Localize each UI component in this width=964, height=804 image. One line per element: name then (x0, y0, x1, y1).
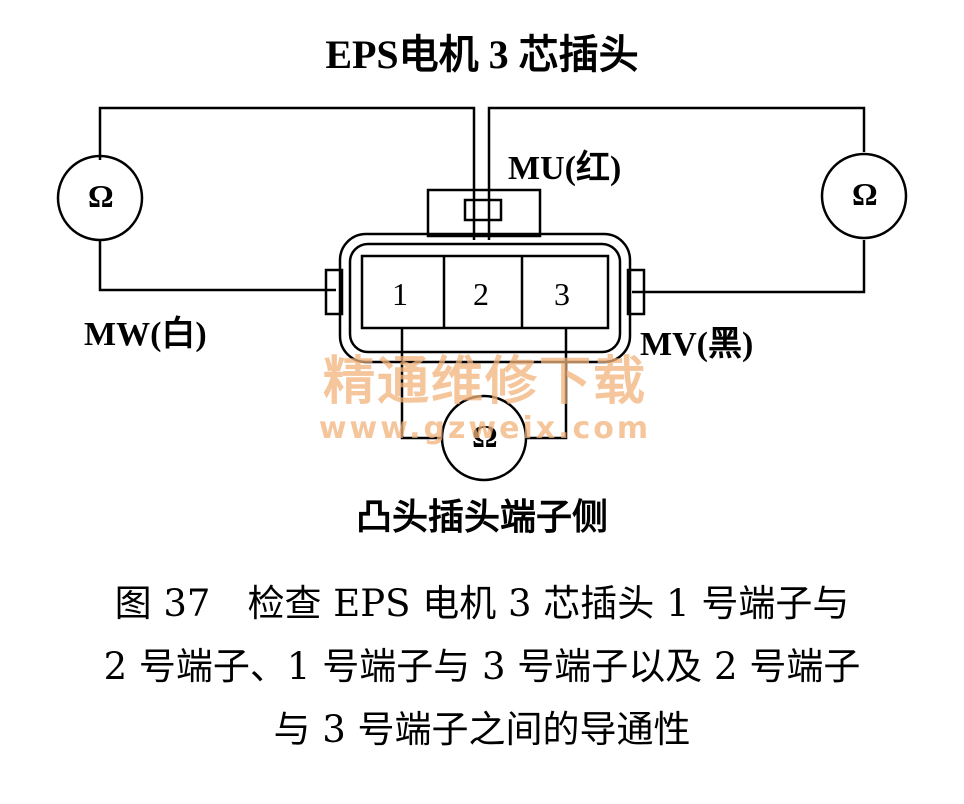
wire-right-bottom (632, 240, 866, 294)
connector-body-inner (348, 242, 622, 354)
wire-label-mw: MW(白) (84, 316, 207, 353)
wire-left-top (98, 106, 476, 240)
ohm-symbol-left: Ω (88, 178, 114, 214)
wire-bottom-right (526, 328, 568, 440)
side-label: 凸头插头端子侧 (355, 497, 608, 537)
wire-right-top (487, 106, 866, 240)
connector-body-outer (338, 232, 632, 364)
ohm-symbol-right: Ω (852, 176, 878, 212)
wire-bottom-left (400, 328, 442, 440)
connector-ear-left (324, 268, 344, 316)
connector-latch-tab (463, 198, 503, 222)
terminal-1-label: 1 (392, 276, 408, 312)
terminal-3-label: 3 (554, 276, 570, 312)
wire-label-mu: MU(红) (508, 150, 622, 187)
terminal-2-label: 2 (473, 276, 489, 312)
ohmmeter-left (56, 154, 144, 242)
figure-caption: 图 37 检查 EPS 电机 3 芯插头 1 号端子与 2 号端子、1 号端子与… (0, 572, 964, 761)
connector-latch (426, 188, 542, 238)
ohmmeter-bottom (440, 394, 528, 482)
connector-ear-right (626, 268, 646, 316)
ohmmeter-right (820, 152, 908, 240)
caption-line-2: 2 号端子、1 号端子与 3 号端子以及 2 号端子 (103, 645, 861, 688)
caption-line-3: 与 3 号端子之间的导通性 (273, 708, 691, 751)
wiring-drawing (56, 106, 908, 482)
ohm-symbol-bottom: Ω (472, 418, 498, 454)
connector-diagram: EPS电机 3 芯插头 MU(红) MW(白) MV(黑) 1 2 3 Ω Ω … (56, 32, 908, 537)
wire-label-mv: MV(黑) (640, 326, 754, 363)
caption-line-1: 图 37 检查 EPS 电机 3 芯插头 1 号端子与 (114, 582, 850, 625)
connector-title: EPS电机 3 芯插头 (325, 32, 639, 77)
wire-left-bottom (98, 240, 336, 292)
terminal-block (360, 254, 610, 330)
